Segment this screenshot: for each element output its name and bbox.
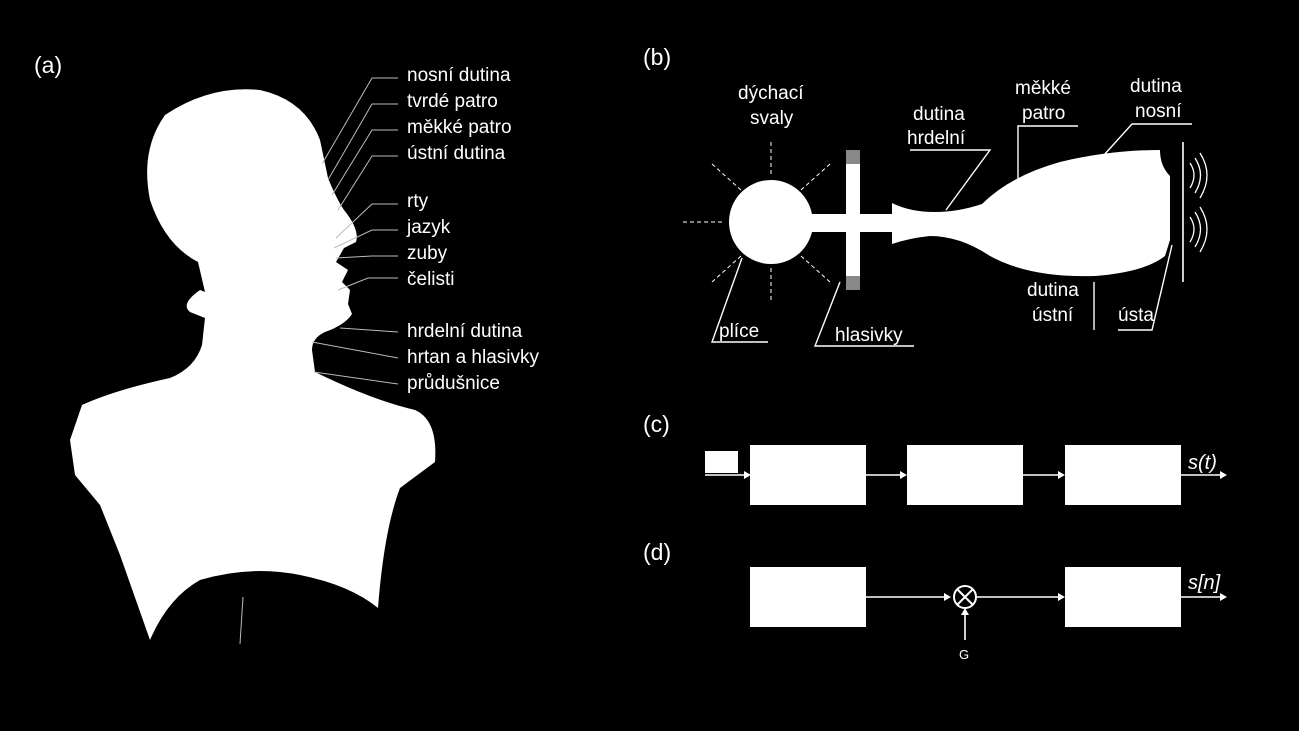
label-soft-palate-1: měkké — [1015, 78, 1071, 99]
multiplier-node — [953, 585, 977, 609]
chain-d-block-2 — [1065, 567, 1181, 627]
label-soft-palate-2: patro — [1022, 103, 1065, 124]
panel-label-a: (a) — [34, 52, 62, 78]
label-oral-1: dutina — [1027, 280, 1079, 301]
panel-label-d: (d) — [643, 539, 671, 565]
chain-d-output-label: s[n] — [1188, 572, 1221, 594]
label-soft-palate: měkké patro — [407, 117, 512, 138]
muscle-force-arrows — [683, 142, 831, 302]
human-silhouette — [70, 89, 436, 641]
label-breathing-muscles-1: dýchací — [738, 83, 804, 104]
vocal-tract-shape — [729, 150, 1170, 277]
model-leader-lines — [711, 123, 1192, 347]
label-breathing-muscles-2: svaly — [750, 108, 794, 129]
label-jaw: čelisti — [407, 269, 455, 290]
label-teeth: zuby — [407, 243, 448, 264]
label-nasal-cavity: nosní dutina — [407, 65, 511, 86]
label-lungs: plíce — [719, 321, 759, 342]
label-trachea: průdušnice — [407, 373, 500, 394]
panel-label-c: (c) — [643, 411, 670, 437]
chain-c-block-1 — [750, 445, 866, 505]
chain-c-block-2 — [907, 445, 1023, 505]
model-labels: dýchací svaly plíce hlasivky dutina hrde… — [719, 76, 1182, 346]
chain-d-block-1 — [750, 567, 866, 627]
anatomy-labels: nosní dutina tvrdé patro měkké patro úst… — [406, 65, 540, 394]
label-vocal-folds: hlasivky — [835, 325, 903, 346]
chain-c-output-label: s(t) — [1188, 452, 1217, 474]
label-pharynx-1: dutina — [913, 104, 965, 125]
sound-waves — [1189, 152, 1208, 253]
source-block-small — [705, 451, 738, 473]
label-nasal-1: dutina — [1130, 76, 1182, 97]
label-diaphragm: bránice — [198, 647, 260, 668]
anatomy-leader-lines — [239, 77, 399, 645]
label-lips: rty — [407, 191, 429, 212]
label-pharynx: hrdelní dutina — [407, 321, 523, 342]
label-nasal-2: nosní — [1135, 101, 1182, 122]
label-oral-2: ústní — [1032, 305, 1074, 326]
chain-d: G s[n] — [750, 567, 1227, 662]
label-pharynx-2: hrdelní — [907, 128, 966, 149]
label-oral-cavity: ústní dutina — [407, 143, 506, 164]
label-larynx: hrtan a hlasivky — [407, 347, 540, 368]
label-mouth: ústa — [1118, 305, 1154, 326]
gain-label: G — [959, 647, 969, 662]
label-tongue: jazyk — [406, 217, 451, 238]
label-hard-palate: tvrdé patro — [407, 91, 498, 112]
chain-c-block-3 — [1065, 445, 1181, 505]
chain-c: s(t) — [705, 445, 1227, 505]
panel-label-b: (b) — [643, 44, 671, 70]
